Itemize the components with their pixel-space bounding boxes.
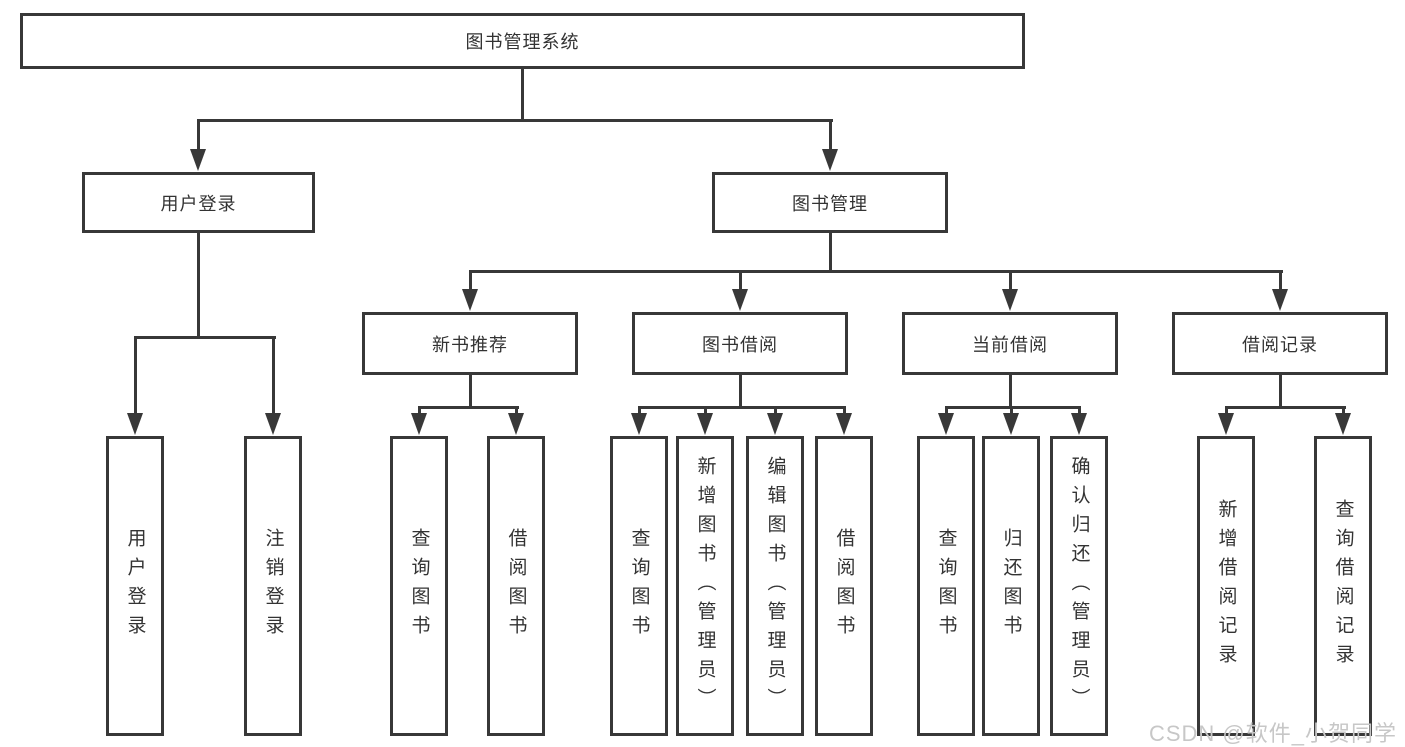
connector-recommend-drop: [469, 374, 472, 408]
connector-login-rail: [134, 336, 276, 339]
arrow-shaft: [1009, 271, 1012, 293]
arrow-down-icon: [508, 413, 524, 435]
leaf-records-add-record: 新增借阅记录: [1197, 436, 1255, 736]
leaf-borrow-query-book-label: 查询图书: [628, 528, 650, 644]
arrow-shaft: [1010, 407, 1013, 417]
connector-records-drop: [1279, 374, 1282, 408]
arrow-down-icon: [190, 149, 206, 171]
node-user-login-label: 用户登录: [160, 193, 237, 214]
connector-recommend-rail: [418, 406, 519, 409]
connector-mgmt-drop: [829, 232, 832, 272]
node-new-book-recommend: 新书推荐: [362, 312, 578, 375]
arrow-down-icon: [1218, 413, 1234, 435]
leaf-current-query-book-label: 查询图书: [935, 528, 957, 644]
connector-root-drop: [521, 68, 524, 121]
leaf-recommend-query-book-label: 查询图书: [408, 528, 430, 644]
leaf-current-confirm-return: 确认归还（管理员）: [1050, 436, 1108, 736]
leaf-current-return-book-label: 归还图书: [1000, 528, 1022, 644]
node-root-label: 图书管理系统: [465, 32, 580, 52]
leaf-user-login-label: 用户登录: [124, 528, 146, 644]
leaf-recommend-borrow-book: 借阅图书: [487, 436, 545, 736]
arrow-down-icon: [1002, 289, 1018, 311]
connector-records-rail: [1225, 406, 1346, 409]
leaf-logout-label: 注销登录: [262, 528, 284, 644]
leaf-recommend-query-book: 查询图书: [390, 436, 448, 736]
arrow-shaft: [843, 407, 846, 417]
node-current-borrow-label: 当前借阅: [972, 334, 1048, 355]
node-book-management-label: 图书管理: [792, 193, 868, 214]
arrow-shaft: [418, 407, 421, 417]
leaf-records-query-record-label: 查询借阅记录: [1332, 499, 1354, 673]
node-user-login: 用户登录: [82, 172, 315, 233]
leaf-current-return-book: 归还图书: [982, 436, 1040, 736]
arrow-shaft: [1279, 271, 1282, 293]
leaf-borrow-add-book-label: 新增图书（管理员）: [694, 455, 716, 717]
arrow-shaft: [469, 271, 472, 293]
arrow-down-icon: [1003, 413, 1019, 435]
leaf-user-login: 用户登录: [106, 436, 164, 736]
arrow-down-icon: [836, 413, 852, 435]
arrow-down-icon: [411, 413, 427, 435]
node-borrow-records: 借阅记录: [1172, 312, 1388, 375]
arrow-shaft: [1225, 407, 1228, 417]
connector-login-drop: [197, 232, 200, 338]
arrow-shaft: [638, 407, 641, 417]
node-book-borrow: 图书借阅: [632, 312, 848, 375]
leaf-records-query-record: 查询借阅记录: [1314, 436, 1372, 736]
leaf-borrow-add-book: 新增图书（管理员）: [676, 436, 734, 736]
leaf-current-query-book: 查询图书: [917, 436, 975, 736]
leaf-borrow-borrow-book-label: 借阅图书: [833, 528, 855, 644]
arrow-down-icon: [697, 413, 713, 435]
connector-level1-rail: [197, 119, 833, 122]
arrow-down-icon: [1071, 413, 1087, 435]
arrow-down-icon: [938, 413, 954, 435]
arrow-shaft: [272, 337, 275, 417]
arrow-shaft: [945, 407, 948, 417]
connector-current-drop: [1009, 374, 1012, 408]
arrow-down-icon: [265, 413, 281, 435]
arrow-shaft: [774, 407, 777, 417]
arrow-down-icon: [631, 413, 647, 435]
arrow-down-icon: [127, 413, 143, 435]
arrow-shaft: [739, 271, 742, 293]
node-current-borrow: 当前借阅: [902, 312, 1118, 375]
arrow-shaft: [829, 120, 832, 153]
arrow-shaft: [1078, 407, 1081, 417]
arrow-down-icon: [732, 289, 748, 311]
arrow-down-icon: [462, 289, 478, 311]
arrow-down-icon: [822, 149, 838, 171]
node-new-book-recommend-label: 新书推荐: [432, 334, 508, 355]
leaf-borrow-query-book: 查询图书: [610, 436, 668, 736]
leaf-current-confirm-return-label: 确认归还（管理员）: [1068, 455, 1090, 717]
connector-borrow-rail: [638, 406, 846, 409]
leaf-logout: 注销登录: [244, 436, 302, 736]
arrow-shaft: [134, 337, 137, 417]
leaf-recommend-borrow-book-label: 借阅图书: [505, 528, 527, 644]
leaf-borrow-edit-book-label: 编辑图书（管理员）: [764, 455, 786, 717]
arrow-shaft: [515, 407, 518, 417]
leaf-records-add-record-label: 新增借阅记录: [1215, 499, 1237, 673]
node-book-management: 图书管理: [712, 172, 948, 233]
watermark: CSDN @软件_小贺同学: [1148, 721, 1397, 746]
node-root: 图书管理系统: [20, 13, 1025, 69]
leaf-borrow-borrow-book: 借阅图书: [815, 436, 873, 736]
connector-borrow-drop: [739, 374, 742, 408]
arrow-down-icon: [767, 413, 783, 435]
node-book-borrow-label: 图书借阅: [702, 334, 778, 355]
arrow-down-icon: [1272, 289, 1288, 311]
arrow-shaft: [704, 407, 707, 417]
arrow-shaft: [197, 120, 200, 153]
leaf-borrow-edit-book: 编辑图书（管理员）: [746, 436, 804, 736]
arrow-shaft: [1342, 407, 1345, 417]
arrow-down-icon: [1335, 413, 1351, 435]
connector-mgmt-rail: [469, 270, 1283, 273]
node-borrow-records-label: 借阅记录: [1242, 334, 1318, 355]
connector-current-rail: [945, 406, 1081, 409]
